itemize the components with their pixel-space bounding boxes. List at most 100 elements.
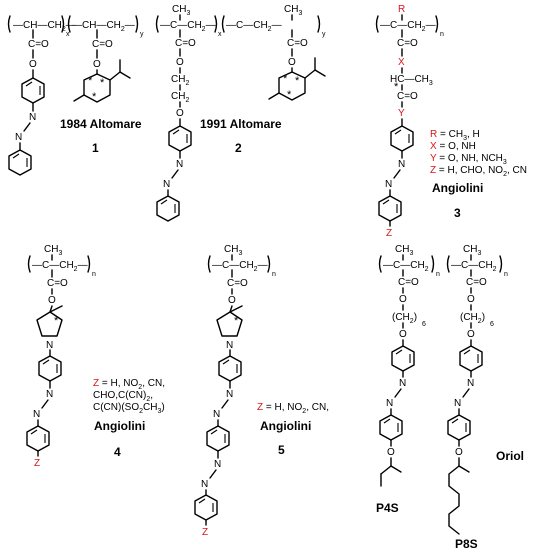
svg-text:R = CH3, H: R = CH3, H	[430, 129, 480, 142]
compound-4: CH3 —C—CH2— n C=O O * N N N Z Z = H, NO2…	[26, 244, 165, 469]
svg-text:Z: Z	[34, 458, 40, 469]
svg-text:N: N	[226, 389, 233, 400]
svg-text:*: *	[295, 75, 300, 87]
svg-text:C=O: C=O	[92, 39, 113, 50]
svg-text:O: O	[399, 329, 407, 340]
benzene-ring	[194, 494, 218, 521]
svg-text:—C—CH2—: —C—CH2—	[160, 20, 216, 33]
svg-text:N: N	[454, 398, 461, 409]
svg-text:*: *	[283, 73, 288, 85]
svg-text:(CH2): (CH2)	[460, 312, 485, 325]
svg-text:N: N	[214, 459, 221, 470]
svg-text:Z: Z	[386, 228, 392, 239]
svg-text:O: O	[93, 59, 101, 70]
benzene-ring	[459, 345, 483, 372]
svg-text:n: n	[92, 271, 96, 278]
svg-text:O: O	[29, 59, 37, 70]
compound-5-label: Angiolini	[260, 419, 311, 433]
svg-text:6: 6	[422, 321, 426, 328]
compound-3-label: Angiolini	[432, 181, 483, 195]
benzene-ring	[391, 345, 415, 372]
svg-text:*: *	[92, 91, 97, 103]
backbone-text: —CH—CH2—	[13, 20, 76, 33]
svg-text:*: *	[54, 315, 59, 327]
svg-text:O: O	[399, 294, 407, 305]
svg-text:C=O: C=O	[466, 277, 487, 288]
benzene-ring	[218, 355, 242, 382]
svg-text:N: N	[15, 132, 22, 143]
svg-text:n: n	[436, 271, 440, 278]
compound-1-label: 1984 Altomare	[60, 117, 142, 131]
svg-text:N: N	[398, 159, 405, 170]
compound-p8s: CH3 —C—CH2 n C=O O (CH2) 6 O N N O P8S O…	[446, 244, 524, 551]
svg-text:—C—CH2—: —C—CH2—	[32, 260, 88, 273]
p8s-label: P8S	[455, 537, 478, 550]
svg-text:6: 6	[490, 321, 494, 328]
svg-text:—C—CH2: —C—CH2	[451, 260, 497, 273]
svg-text:Z = H, CHO, NO2, CN: Z = H, CHO, NO2, CN	[430, 165, 527, 178]
svg-text:CH3: CH3	[395, 244, 413, 257]
compound-5: CH3 —C—CH2— n C=O O * N N N N N	[194, 244, 329, 538]
svg-text:y: y	[322, 31, 326, 38]
benzene-ring	[378, 195, 402, 222]
svg-text:C=O: C=O	[398, 277, 419, 288]
svg-text:O: O	[467, 329, 475, 340]
svg-text:O: O	[228, 295, 236, 306]
svg-text:*: *	[100, 77, 105, 89]
svg-text:CHO,C(CN)2,: CHO,C(CN)2,	[93, 390, 153, 403]
svg-text:C=O: C=O	[287, 38, 308, 49]
svg-text:CH2: CH2	[171, 91, 189, 104]
svg-text:Z: Z	[202, 527, 208, 538]
svg-text:N: N	[163, 179, 170, 190]
svg-text:Z = H, NO2, CN,: Z = H, NO2, CN,	[93, 378, 165, 391]
svg-text:Y = O, NH, NCH3: Y = O, NH, NCH3	[430, 153, 507, 166]
svg-text:x: x	[218, 31, 222, 38]
benzene-ring	[206, 425, 230, 452]
y-subscript: y	[140, 31, 144, 38]
bracket-left	[7, 15, 11, 33]
bracket-right	[135, 15, 139, 33]
compound-2-label: 1991 Altomare	[200, 117, 282, 131]
compound-2-number: 2	[235, 141, 242, 155]
svg-text:Y: Y	[398, 108, 405, 119]
svg-text:n: n	[504, 271, 508, 278]
svg-text:C=O: C=O	[47, 278, 68, 289]
svg-text:O: O	[288, 57, 296, 68]
benzene-ring	[38, 355, 62, 382]
svg-text:N: N	[33, 409, 40, 420]
svg-text:—C—CH2—: —C—CH2—	[226, 20, 282, 33]
svg-text:O: O	[455, 447, 463, 458]
svg-text:HC—CH3: HC—CH3	[390, 74, 433, 87]
p4s-label: P4S	[376, 501, 399, 515]
ester-c: C=O	[28, 39, 49, 50]
svg-text:n: n	[272, 271, 276, 278]
compound-3-number: 3	[454, 206, 461, 220]
compound-2: CH3 CH3 —C—CH2— x —C—CH2— y C=O O CH2 CH…	[155, 4, 326, 222]
svg-text:N: N	[399, 378, 406, 389]
benzene-ring	[390, 125, 414, 152]
benzene-ring	[26, 425, 50, 452]
bracket-mid	[67, 15, 71, 33]
svg-text:C=O: C=O	[397, 91, 418, 102]
benzene-ring	[21, 77, 45, 104]
svg-text:X: X	[398, 57, 405, 68]
svg-text:Z = H, NO2, CN,: Z = H, NO2, CN,	[257, 402, 329, 415]
x-subscript: x	[66, 31, 70, 38]
svg-text:C=O: C=O	[175, 38, 196, 49]
svg-text:O: O	[176, 108, 184, 119]
benzene-ring	[8, 149, 32, 176]
benzene-ring	[156, 195, 180, 222]
svg-text:O: O	[176, 57, 184, 68]
pyrrolidine-ring	[216, 311, 243, 337]
svg-text:O: O	[467, 294, 475, 305]
svg-text:CH3: CH3	[172, 4, 190, 17]
svg-text:—C—CH2: —C—CH2	[383, 260, 429, 273]
svg-text:O: O	[48, 295, 56, 306]
svg-text:*: *	[88, 75, 93, 87]
svg-text:N: N	[176, 159, 183, 170]
svg-text:X = O, NH: X = O, NH	[430, 141, 476, 152]
compound-1-number: 1	[92, 141, 99, 155]
compound-p4s: CH3 —C—CH2 n C=O O (CH2) 6 O N N O P4S	[376, 244, 440, 515]
svg-text:—C—CH2—: —C—CH2—	[212, 260, 268, 273]
